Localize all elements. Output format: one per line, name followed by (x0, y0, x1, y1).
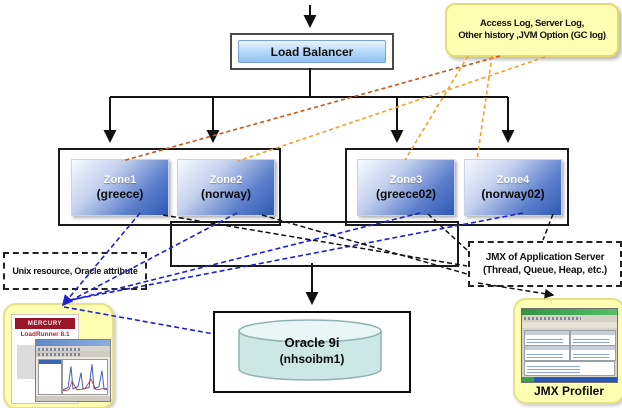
pane-rows (527, 352, 564, 358)
zone-bus-connector (170, 221, 459, 267)
pane-rows (527, 337, 564, 343)
unix-resource-label: Unix resource, Oracle attribute (12, 266, 138, 276)
zone3-box: Zone3 (greece02) (357, 159, 455, 216)
mini-chart-pane (62, 359, 108, 395)
window-statusbar (36, 396, 110, 401)
toolbar-buttons (38, 353, 83, 356)
toolbar-buttons (524, 317, 581, 320)
mini-chart (62, 364, 108, 392)
loadrunner-product-label: LoadRunner 8.1 (20, 331, 70, 338)
log-callout-line2: Other history ,JVM Option (GC log) (458, 30, 606, 41)
jmx-console-window (521, 308, 618, 383)
jmx-profiler-thumbnail: JMX Profiler (513, 298, 622, 404)
menu-items (38, 348, 83, 351)
pane-header (571, 346, 615, 350)
zone1-host: (greece) (96, 187, 144, 201)
window-titlebar (522, 309, 617, 315)
window-toolbar (36, 351, 110, 357)
load-balancer-label: Load Balancer (238, 40, 386, 63)
zone4-name: Zone4 (496, 174, 530, 186)
zone4-host: (norway02) (481, 187, 545, 201)
cover-art (17, 345, 39, 379)
zone2-name: Zone2 (209, 174, 243, 186)
pane-header (571, 331, 615, 335)
mbean-pane (524, 345, 570, 361)
loadrunner-analysis-window (35, 339, 111, 402)
start-button (522, 377, 534, 382)
zone1-name: Zone1 (103, 174, 137, 186)
tree-pane (38, 359, 62, 395)
database-cylinder-icon (238, 319, 382, 381)
zone3-name: Zone3 (389, 174, 423, 186)
zone4-box: Zone4 (norway02) (464, 159, 562, 216)
jmx-callout: JMX of Application Server (Thread, Queue… (468, 241, 622, 287)
zone-group-2: Zone3 (greece02) Zone4 (norway02) (345, 148, 569, 226)
mercury-logo: MERCURY (15, 318, 75, 329)
zone3-host: (greece02) (375, 187, 437, 201)
database-name: Oracle 9i (284, 335, 340, 350)
log-line-zone2 (237, 56, 546, 162)
jmx-profiler-label: JMX Profiler (533, 384, 605, 398)
zone1-box: Zone1 (greece) (71, 159, 169, 216)
log-callout: Access Log, Server Log, Other history ,J… (445, 3, 619, 57)
log-line-zone3 (404, 55, 469, 161)
pane-rows (573, 337, 610, 343)
mbean-pane (524, 330, 570, 346)
loadrunner-thumbnail: MERCURY LoadRunner 8.1 (3, 303, 114, 408)
detail-pane (524, 361, 615, 376)
pane-rows (573, 352, 610, 358)
window-toolbar (522, 315, 617, 322)
log-line-zone1 (121, 55, 501, 162)
log-line-zone4 (476, 55, 493, 161)
window-titlebar (36, 340, 110, 346)
tree-pane-header (39, 360, 61, 364)
log-collection-lines (121, 55, 546, 162)
filter-row (522, 322, 617, 328)
unix-resource-callout: Unix resource, Oracle attribute (3, 252, 147, 290)
zone-group-1: Zone1 (greece) Zone2 (norway) (58, 148, 281, 226)
oracle-db-box: Oracle 9i (nhsoibm1) (213, 311, 411, 393)
jmx-callout-line2: (Thread, Queue, Heap, etc.) (482, 265, 608, 276)
load-balancer-box: Load Balancer (230, 33, 394, 70)
mbean-pane (570, 330, 616, 346)
pane-rows (527, 364, 581, 373)
zone2-host: (norway) (200, 187, 251, 201)
pane-header (525, 346, 569, 350)
zone2-box: Zone2 (norway) (177, 159, 275, 216)
jmx-callout-line1: JMX of Application Server (485, 252, 605, 263)
window-menubar (36, 346, 110, 351)
pane-header (525, 331, 569, 335)
database-instance: (nhsoibm1) (279, 352, 345, 366)
window-taskbar (522, 377, 617, 382)
mbean-pane (570, 345, 616, 361)
log-callout-line1: Access Log, Server Log, (480, 18, 584, 29)
